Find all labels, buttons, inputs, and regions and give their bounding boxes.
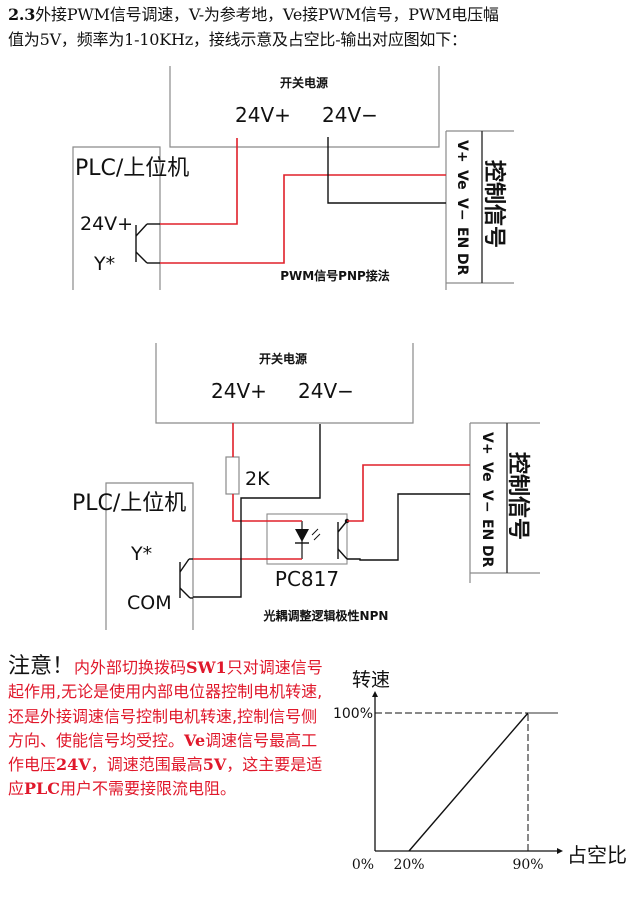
diagram2-caption: 光耦调整逻辑极性NPN bbox=[263, 608, 389, 623]
terminal-title: 控制信号 bbox=[481, 160, 507, 248]
power-supply-title: 开关电源 bbox=[280, 75, 328, 90]
intro-paragraph: 2.3外接PWM信号调速，V-为参考地，Ve接PWM信号，PWM电压幅 值为5V… bbox=[8, 2, 638, 52]
power-supply-title-2: 开关电源 bbox=[259, 351, 307, 366]
terminal-block-2 bbox=[469, 422, 540, 583]
terminal-block bbox=[445, 130, 514, 290]
y-tick-100: 100% bbox=[333, 706, 373, 722]
power-supply-box bbox=[169, 66, 440, 148]
power-pos-label: 24V+ bbox=[235, 103, 291, 127]
notice-heading: 注意！ bbox=[8, 654, 75, 679]
pin-dr-2: DR bbox=[479, 545, 495, 568]
x-tick-0: 0% bbox=[352, 857, 374, 873]
notice-segment: 5V bbox=[202, 755, 227, 775]
notice-segment: ，这主要是适应 bbox=[8, 755, 323, 799]
pin-v-minus: V− bbox=[454, 198, 470, 221]
pin-en-2: EN bbox=[479, 519, 495, 540]
wire-gnd-to-com bbox=[193, 424, 321, 598]
x-tick-90: 90% bbox=[512, 857, 543, 873]
x-axis-arrow-icon bbox=[557, 848, 563, 854]
power-neg-label: 24V− bbox=[322, 103, 378, 127]
plc-box-2 bbox=[105, 482, 194, 630]
pin-en: EN bbox=[454, 227, 470, 248]
intro-line-1-text: 外接PWM信号调速，V-为参考地，Ve接PWM信号，PWM电压幅 bbox=[35, 5, 499, 24]
wire-emitter-to-vminus bbox=[347, 493, 470, 561]
diagram1-caption: PWM信号PNP接法 bbox=[280, 268, 390, 283]
section-number: 2.3 bbox=[8, 5, 36, 24]
speed-series-line bbox=[408, 712, 529, 852]
plc-pin-y-2: Y* bbox=[130, 543, 152, 565]
plc-title-2: PLC/上位机 bbox=[72, 491, 186, 516]
notice-block: 注意！内外部切换拨码SW1只对调速信号起作用,无论是使用内部电位器控制电机转速,… bbox=[8, 654, 328, 802]
transistor-icon bbox=[135, 223, 160, 264]
pin-ve: Ve bbox=[454, 170, 470, 190]
plc-title: PLC/上位机 bbox=[75, 156, 189, 181]
resistor-icon bbox=[225, 456, 240, 495]
power-pos-label-2: 24V+ bbox=[211, 379, 267, 403]
notice-segment: PLC bbox=[24, 779, 61, 799]
power-supply-box-2 bbox=[155, 343, 414, 424]
resistor-label: 2K bbox=[245, 468, 270, 490]
wire-y-to-ve bbox=[160, 174, 446, 264]
notice-segment: SW1 bbox=[186, 658, 227, 677]
wire-resistor-to-led bbox=[232, 494, 302, 522]
terminal-title-2: 控制信号 bbox=[505, 452, 531, 540]
plc-box bbox=[72, 146, 161, 290]
plc-pin-24v: 24V+ bbox=[80, 213, 133, 235]
chart-ylabel: 转速 bbox=[352, 669, 390, 691]
notice-segment: 24V bbox=[56, 755, 91, 775]
wire-gnd-to-vminus bbox=[327, 137, 446, 204]
wire-24v-to-plc bbox=[160, 138, 238, 225]
chart-xlabel: 占空比 bbox=[567, 843, 627, 867]
terminal-title-text: 控制信号 bbox=[481, 160, 507, 248]
notice-segment: ，调速范围最高 bbox=[90, 755, 203, 775]
pin-dr: DR bbox=[454, 253, 470, 276]
pin-v-minus-2: V− bbox=[479, 490, 495, 513]
terminal-pins: V+ Ve V− EN DR bbox=[454, 140, 470, 276]
notice-segment: 内外部切换拨码 bbox=[74, 658, 187, 677]
speed-duty-chart: 转速 占空比 100% 0% 20% 90% bbox=[333, 669, 627, 873]
led-icon bbox=[295, 521, 321, 559]
intro-line-1: 2.3外接PWM信号调速，V-为参考地，Ve接PWM信号，PWM电压幅 bbox=[8, 2, 638, 27]
plc-pin-com: COM bbox=[127, 592, 172, 614]
optocoupler-label: PC817 bbox=[275, 567, 339, 591]
terminal-pins-2: V+ Ve V− EN DR bbox=[479, 432, 495, 568]
intro-line-2: 值为5V，频率为1-10KHz，接线示意及占空比-输出对应图如下： bbox=[8, 30, 467, 49]
wire-collector-to-ve bbox=[347, 464, 470, 522]
x-tick-20: 20% bbox=[393, 857, 424, 873]
pin-v-plus: V+ bbox=[454, 140, 470, 163]
diagram-pnp: 开关电源 24V+ 24V− PLC/上位机 24V+ Y* V+ Ve V− … bbox=[72, 66, 514, 290]
optocoupler-box bbox=[266, 513, 348, 565]
power-neg-label-2: 24V− bbox=[298, 379, 354, 403]
pin-ve-2: Ve bbox=[479, 462, 495, 482]
pin-v-plus-2: V+ bbox=[479, 432, 495, 455]
notice-body: 内外部切换拨码SW1只对调速信号起作用,无论是使用内部电位器控制电机转速,还是外… bbox=[8, 658, 323, 798]
plc-pin-y: Y* bbox=[93, 253, 115, 275]
transistor-icon-2 bbox=[179, 558, 193, 599]
notice-segment: Ve bbox=[184, 730, 206, 750]
notice-segment: 调速信号最高工作电压 bbox=[8, 730, 318, 775]
notice-segment: 用户不需要接限流电阻。 bbox=[60, 779, 237, 799]
notice-segment: 只对调速信号起作用,无论是使用内部电位器控制电机转速,还是外接调速信号控制电机转… bbox=[8, 658, 323, 750]
diagram-npn: 开关电源 24V+ 24V− 2K PLC/上位机 Y* COM bbox=[72, 343, 540, 630]
y-axis-arrow-icon bbox=[372, 691, 378, 697]
terminal-title-2-text: 控制信号 bbox=[505, 452, 531, 540]
